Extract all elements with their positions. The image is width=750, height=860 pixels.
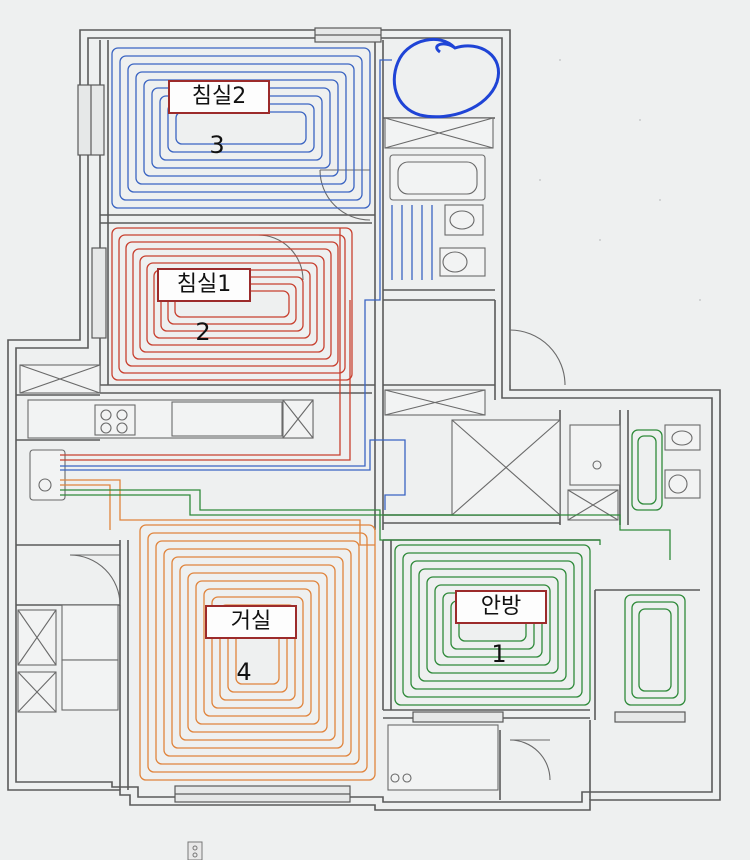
pipe-loop-bedroom2 [119,55,363,201]
outlet-icon [187,841,203,860]
pipe-run-living [60,484,111,530]
pipe-loop-bedroom1 [139,255,325,353]
windows [77,27,686,803]
pipe-loop-master [638,608,672,692]
room-label-bedroom2: 침실2 [168,80,270,114]
pipe-loop-master [402,552,583,698]
pipe-loop-living [187,572,328,733]
pipe-loop-master [631,601,679,699]
zone-number-2: 2 [184,315,222,349]
pipe-loop-bedroom1 [125,241,339,367]
pipe-run-bedroom2 [60,439,406,510]
pipe-run-bedroom1 [60,228,341,456]
pipe-loop-master [624,594,686,706]
pipe-loop-living [179,564,336,741]
pipe-loop-bedroom1 [118,234,346,374]
annotation-loop [392,37,500,119]
pipe-loop-bedroom2 [111,47,371,209]
room-label-master: 안방 [455,590,547,624]
pipe-run-living [60,479,375,546]
pipe-run-bedroom1 [60,300,351,461]
zone-number-4: 4 [225,655,263,689]
pipe-loop-living [171,556,344,749]
pipe-loop-master [631,429,663,511]
pipe-loop-living [139,524,376,781]
pipe-loop-bedroom1 [132,248,332,360]
pipe-loop-living [203,588,312,717]
pipe-run-bedroom2 [391,205,433,280]
pipe-loop-master [418,568,567,682]
zone-number-1: 1 [480,637,518,671]
fixtures [17,117,701,791]
pipe-loop-living [211,596,304,709]
pipe-run-master [60,489,601,545]
room-label-living: 거실 [205,605,297,639]
pipe-run-master [60,494,671,560]
pipe-loop-bedroom1 [111,227,353,381]
pipe-loop-bedroom2 [127,63,355,193]
pipe-loop-living [155,540,360,765]
pipe-loop-living [163,548,352,757]
pipe-loop-living [195,580,320,725]
pipe-loop-master [410,560,575,690]
pipe-run-bedroom2 [60,59,392,467]
pipe-loop-master [394,544,591,706]
pipe-loop-master [637,435,657,505]
pipe-loop-living [147,532,368,773]
room-label-bedroom1: 침실1 [157,268,251,302]
pipe-loop-master [426,576,559,674]
pipe-loop-bedroom2 [135,71,347,185]
pipe-loop-bedroom1 [146,262,318,346]
zone-number-3: 3 [198,128,236,162]
